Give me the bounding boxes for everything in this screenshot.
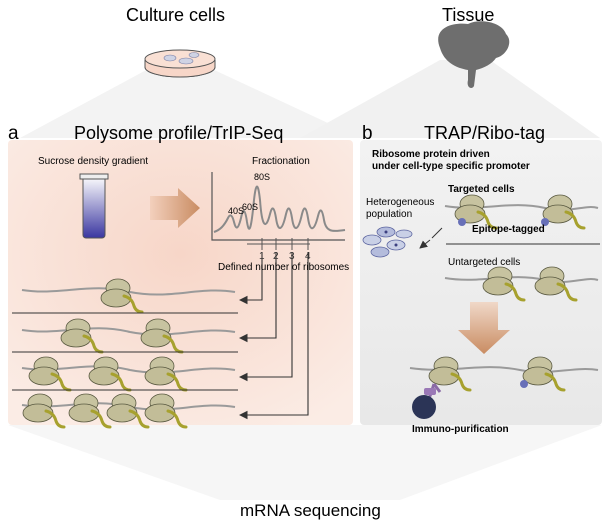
immuno-purification-label: Immuno-purification xyxy=(412,424,509,435)
purification-arrow xyxy=(458,302,510,354)
antibody-bead-icon xyxy=(412,383,442,419)
peak-label-80s: 80S xyxy=(254,172,270,182)
untargeted-cells-label: Untargeted cells xyxy=(448,257,520,268)
peak-label-60s: 60S xyxy=(242,202,258,212)
test-tube-icon xyxy=(79,173,109,239)
panel-b-letter: b xyxy=(362,123,373,144)
panel-a-background xyxy=(8,140,353,425)
peak-label-40s: 40S xyxy=(228,206,244,216)
brain-icon xyxy=(438,21,510,89)
fractionation-arrow xyxy=(150,188,200,228)
heterogeneous-cells-icon xyxy=(362,226,413,258)
epitope-tag xyxy=(520,380,528,388)
culture-funnel xyxy=(20,68,360,138)
fraction-number-3: 3 xyxy=(289,251,295,262)
mrna-strand xyxy=(21,287,236,296)
promoter-line-1: Ribosome protein driven xyxy=(372,149,490,160)
heterogeneous-line-2: population xyxy=(366,209,412,220)
fraction-number-2: 2 xyxy=(273,251,279,262)
panel-b-title: TRAP/Ribo-tag xyxy=(424,123,545,143)
promoter-line-2: under cell-type specific promoter xyxy=(372,161,530,172)
fractionation-label: Fractionation xyxy=(252,156,310,167)
epitope-tag xyxy=(541,218,549,226)
ribosome-count-label: Defined number of ribosomes xyxy=(218,262,349,273)
output-funnel xyxy=(8,425,602,500)
panel-a-title: Polysome profile/TrIP-Seq xyxy=(74,123,283,143)
fraction-number-1: 1 xyxy=(259,251,265,262)
fraction-number-4: 4 xyxy=(305,251,311,262)
polysome-fractions xyxy=(12,277,238,429)
heterogeneous-line-1: Heterogeneous xyxy=(366,197,434,208)
tissue-label: Tissue xyxy=(442,5,494,25)
petri-dish-icon xyxy=(144,49,216,78)
epitope-tag xyxy=(458,218,466,226)
tissue-funnel xyxy=(300,60,600,138)
polysome-profile xyxy=(211,172,346,250)
mrna-strand xyxy=(21,327,236,336)
panel-a-letter: a xyxy=(8,123,19,144)
panel-b-background xyxy=(360,140,602,425)
gradient-label: Sucrose density gradient xyxy=(38,156,148,167)
population-arrow xyxy=(419,239,431,249)
mrna-sequencing-label: mRNA sequencing xyxy=(240,501,381,520)
culture-cells-label: Culture cells xyxy=(126,5,225,25)
fraction-connectors xyxy=(238,252,309,420)
epitope-tagged-label: Epitope-tagged xyxy=(472,224,545,235)
targeted-cells-label: Targeted cells xyxy=(448,184,515,195)
